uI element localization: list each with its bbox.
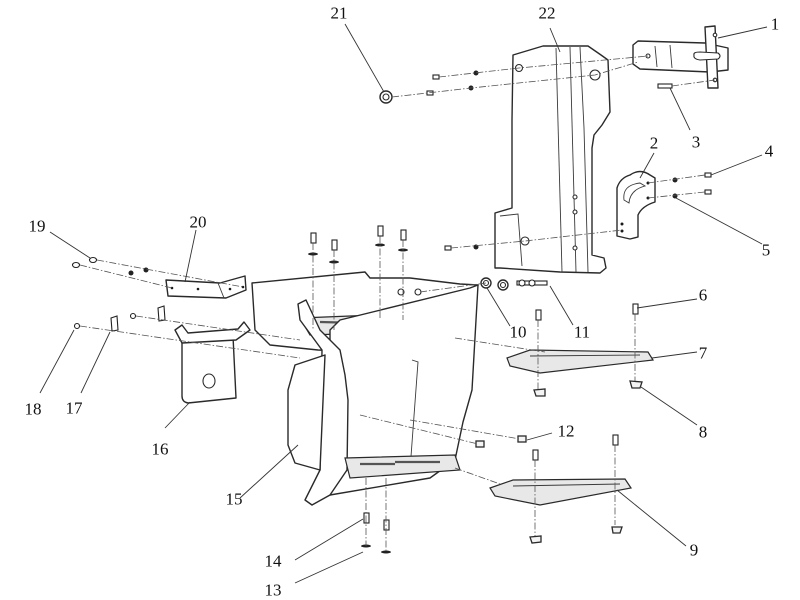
callout-8: 8 <box>698 422 708 442</box>
fasteners-10-11 <box>480 277 548 291</box>
callout-12: 12 <box>557 421 575 441</box>
callout-6: 6 <box>698 285 708 305</box>
callout-17: 17 <box>65 398 83 418</box>
upper-tray-fasteners <box>308 225 408 330</box>
callout-21: 21 <box>330 3 348 23</box>
callout-3: 3 <box>691 132 701 152</box>
callout-1: 1 <box>770 14 780 34</box>
callout-9: 9 <box>689 540 699 560</box>
part-2-lower-bracket <box>616 170 656 240</box>
assembly-centerlines <box>79 55 716 485</box>
part-15-step-housing <box>251 271 479 506</box>
callout-18: 18 <box>24 399 42 419</box>
part-22-side-panel <box>494 45 611 274</box>
lower-housing-fasteners <box>361 478 391 554</box>
callout-2: 2 <box>649 133 659 153</box>
part-20-angle-bracket <box>165 275 247 299</box>
part-16-mud-flap <box>174 321 251 404</box>
callout-11: 11 <box>573 322 591 342</box>
callout-5: 5 <box>761 240 771 260</box>
part-7-step-plate <box>506 303 655 397</box>
callout-10: 10 <box>509 322 527 342</box>
leader-lines <box>39 23 768 584</box>
part-12-nut <box>475 440 485 448</box>
fasteners-left <box>71 256 166 332</box>
callout-7: 7 <box>698 343 708 363</box>
callout-19: 19 <box>28 216 46 236</box>
part-1-upper-bracket <box>632 25 729 89</box>
callout-22: 22 <box>538 3 556 23</box>
part-12-nut <box>517 435 527 443</box>
callout-16: 16 <box>151 439 169 459</box>
callout-4: 4 <box>764 141 774 161</box>
callout-14: 14 <box>264 551 282 571</box>
callout-20: 20 <box>189 212 207 232</box>
callout-13: 13 <box>264 580 282 600</box>
part-21-grommet <box>379 90 393 104</box>
part-9-step-plate <box>489 434 633 544</box>
callout-15: 15 <box>225 489 243 509</box>
